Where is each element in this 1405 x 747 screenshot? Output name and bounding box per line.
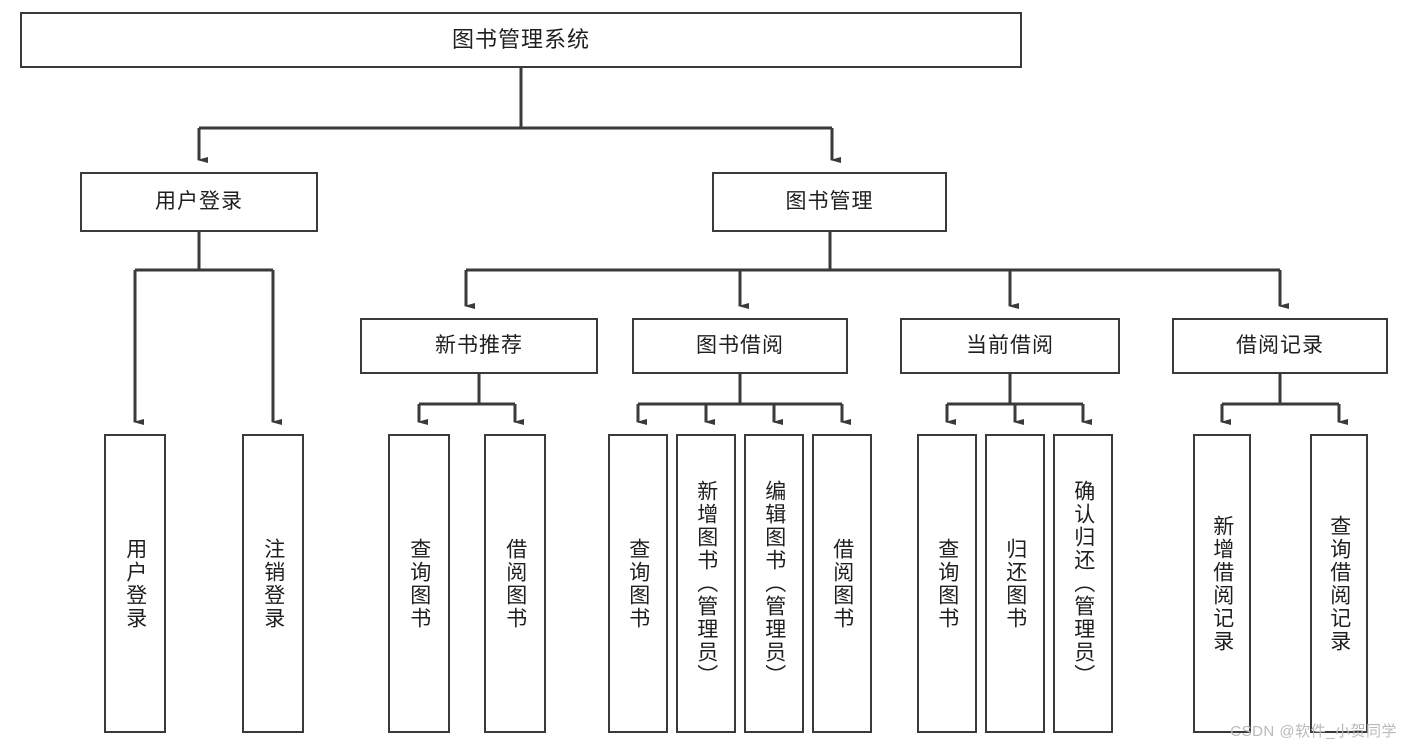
node-leaf-confirm-return[interactable]: 确认归还（管理员）	[1053, 434, 1113, 733]
node-user-login-label: 用户登录	[155, 190, 243, 214]
node-book-manage-label: 图书管理	[785, 190, 874, 214]
node-leaf-add-record-label: 新增借阅记录	[1210, 514, 1234, 653]
node-leaf-query-book-1-label: 查询图书	[407, 537, 431, 630]
node-root-label: 图书管理系统	[451, 26, 590, 52]
node-leaf-confirm-return-label: 确认归还（管理员）	[1071, 480, 1095, 687]
node-leaf-query-record-label: 查询借阅记录	[1327, 514, 1351, 653]
node-leaf-logout[interactable]: 注销登录	[242, 434, 304, 733]
watermark-text: CSDN @软件_小贺同学	[1230, 723, 1397, 740]
node-book-borrow[interactable]: 图书借阅	[632, 318, 848, 374]
node-current-borrow[interactable]: 当前借阅	[900, 318, 1120, 374]
node-new-book-recommend-label: 新书推荐	[435, 334, 523, 358]
node-leaf-edit-book[interactable]: 编辑图书（管理员）	[744, 434, 804, 733]
node-leaf-user-login[interactable]: 用户登录	[104, 434, 166, 733]
node-leaf-borrow-book-1-label: 借阅图书	[503, 537, 527, 630]
node-user-login[interactable]: 用户登录	[80, 172, 318, 232]
node-leaf-borrow-book-2-label: 借阅图书	[830, 537, 854, 630]
node-leaf-logout-label: 注销登录	[261, 537, 285, 630]
node-book-manage[interactable]: 图书管理	[712, 172, 947, 232]
node-leaf-query-record[interactable]: 查询借阅记录	[1310, 434, 1368, 733]
node-leaf-borrow-book-2[interactable]: 借阅图书	[812, 434, 872, 733]
node-leaf-return-book[interactable]: 归还图书	[985, 434, 1045, 733]
node-leaf-borrow-book-1[interactable]: 借阅图书	[484, 434, 546, 733]
node-current-borrow-label: 当前借阅	[966, 334, 1054, 358]
node-borrow-record[interactable]: 借阅记录	[1172, 318, 1388, 374]
node-leaf-query-book-2[interactable]: 查询图书	[608, 434, 668, 733]
node-leaf-query-book-1[interactable]: 查询图书	[388, 434, 450, 733]
node-leaf-query-book-3[interactable]: 查询图书	[917, 434, 977, 733]
node-leaf-user-login-label: 用户登录	[123, 537, 147, 630]
node-leaf-query-book-3-label: 查询图书	[935, 537, 959, 630]
node-borrow-record-label: 借阅记录	[1236, 334, 1324, 358]
node-root[interactable]: 图书管理系统	[20, 12, 1022, 68]
node-new-book-recommend[interactable]: 新书推荐	[360, 318, 598, 374]
node-leaf-return-book-label: 归还图书	[1003, 537, 1027, 630]
node-leaf-add-book-label: 新增图书（管理员）	[694, 480, 718, 687]
node-leaf-query-book-2-label: 查询图书	[626, 537, 650, 630]
node-leaf-edit-book-label: 编辑图书（管理员）	[762, 480, 786, 687]
node-book-borrow-label: 图书借阅	[696, 334, 784, 358]
node-leaf-add-book[interactable]: 新增图书（管理员）	[676, 434, 736, 733]
node-leaf-add-record[interactable]: 新增借阅记录	[1193, 434, 1251, 733]
